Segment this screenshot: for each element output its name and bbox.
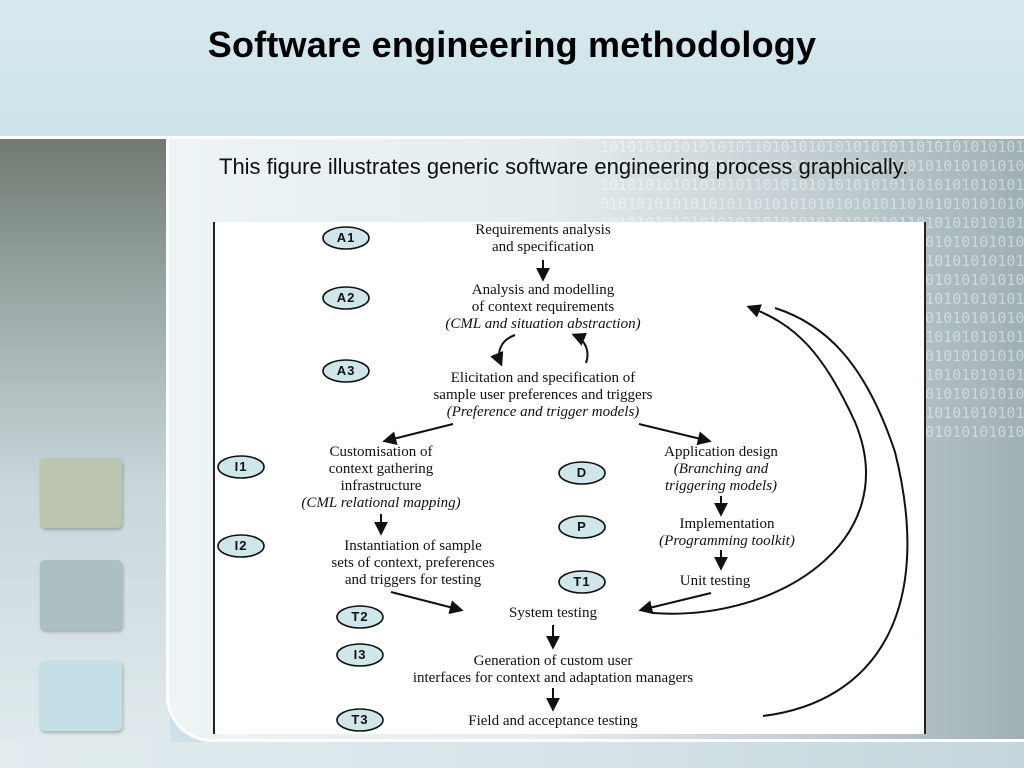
svg-text:and specification: and specification [492,239,595,255]
svg-text:I1: I1 [235,459,248,474]
svg-text:(CML and situation abstraction: (CML and situation abstraction) [445,316,640,332]
header-band [0,0,1024,139]
svg-text:of context requirements: of context requirements [472,299,615,315]
svg-text:T1: T1 [573,574,590,589]
step-t2-text: System testing [509,605,597,621]
svg-text:Application design: Application design [664,444,778,460]
step-p-text: Implementation (Programming toolkit) [659,516,795,549]
svg-text:Requirements analysis: Requirements analysis [475,222,611,238]
arrow-a3-d [638,423,712,446]
badge-a2: A2 [322,286,370,310]
svg-text:System testing: System testing [509,605,597,621]
svg-text:(Branching and: (Branching and [674,461,769,477]
svg-text:sets of context, preferences: sets of context, preferences [331,555,494,571]
svg-text:Analysis and modelling: Analysis and modelling [472,282,615,298]
decor-square-3 [40,661,122,731]
step-i2-text: Instantiation of sample sets of context,… [331,538,494,588]
step-d-text: Application design (Branching and trigge… [664,444,778,494]
feedback-arrow-t2-a2 [652,304,867,615]
badge-t3: T3 [336,708,384,732]
svg-text:Unit testing: Unit testing [680,573,751,589]
badge-a1: A1 [322,226,370,250]
badge-i3: I3 [336,643,384,667]
decor-square-2 [40,560,122,630]
step-a2-text: Analysis and modelling of context requir… [445,282,640,332]
step-i3-text: Generation of custom user interfaces for… [413,653,693,686]
svg-text:D: D [577,465,587,480]
arrow-a3-a2 [571,332,589,364]
step-a1-text: Requirements analysis and specification [475,222,611,255]
badge-a3: A3 [322,359,370,383]
svg-text:Generation of custom user: Generation of custom user [474,653,633,669]
step-i1-text: Customisation of context gathering infra… [301,444,460,511]
badge-t2: T2 [336,605,384,629]
badge-p: P [558,515,606,539]
badge-i2: I2 [217,534,265,558]
svg-text:T2: T2 [351,609,368,624]
svg-text:A2: A2 [337,290,356,305]
process-diagram-svg: A1 A2 A3 I1 D P I2 T1 [217,222,909,732]
svg-text:(CML relational mapping): (CML relational mapping) [301,495,460,511]
step-t3-text: Field and acceptance testing [468,713,638,729]
svg-text:context gathering: context gathering [329,461,434,477]
feedback-arrow-t3-a2 [762,307,909,717]
flow-arrows [374,260,909,717]
svg-text:Elicitation and specification: Elicitation and specification of [451,370,636,386]
arrow-a2-a3 [490,334,516,367]
svg-text:infrastructure: infrastructure [341,478,422,494]
intro-text: This figure illustrates generic software… [219,154,909,179]
svg-text:Implementation: Implementation [680,516,775,532]
svg-text:I3: I3 [354,647,367,662]
svg-text:Instantiation of sample: Instantiation of sample [344,538,482,554]
svg-text:Field and acceptance testing: Field and acceptance testing [468,713,638,729]
step-t1-text: Unit testing [680,573,751,589]
arrow-i2-t2 [390,591,464,614]
svg-text:and triggers for testing: and triggers for testing [345,572,482,588]
svg-text:Customisation of: Customisation of [330,444,433,460]
svg-text:triggering models): triggering models) [665,478,777,494]
svg-text:(Preference and trigger models: (Preference and trigger models) [447,404,640,420]
svg-text:I2: I2 [235,538,248,553]
badge-t1: T1 [558,570,606,594]
svg-text:A1: A1 [337,230,356,245]
step-a3-text: Elicitation and specification of sample … [433,370,652,420]
slide-title: Software engineering methodology [207,24,817,65]
badge-i1: I1 [217,455,265,479]
process-diagram: A1 A2 A3 I1 D P I2 T1 [213,222,926,734]
badge-d: D [558,461,606,485]
arrow-t1-t2 [638,592,712,615]
arrow-a3-i1 [382,423,454,446]
svg-text:interfaces for context and ada: interfaces for context and adaptation ma… [413,670,693,686]
svg-text:P: P [577,519,587,534]
decor-square-1 [40,458,122,528]
bottom-strip [0,742,1024,768]
svg-text:A3: A3 [337,363,356,378]
svg-text:T3: T3 [351,712,368,727]
svg-text:(Programming toolkit): (Programming toolkit) [659,533,795,549]
svg-text:sample user preferences and tr: sample user preferences and triggers [433,387,652,403]
